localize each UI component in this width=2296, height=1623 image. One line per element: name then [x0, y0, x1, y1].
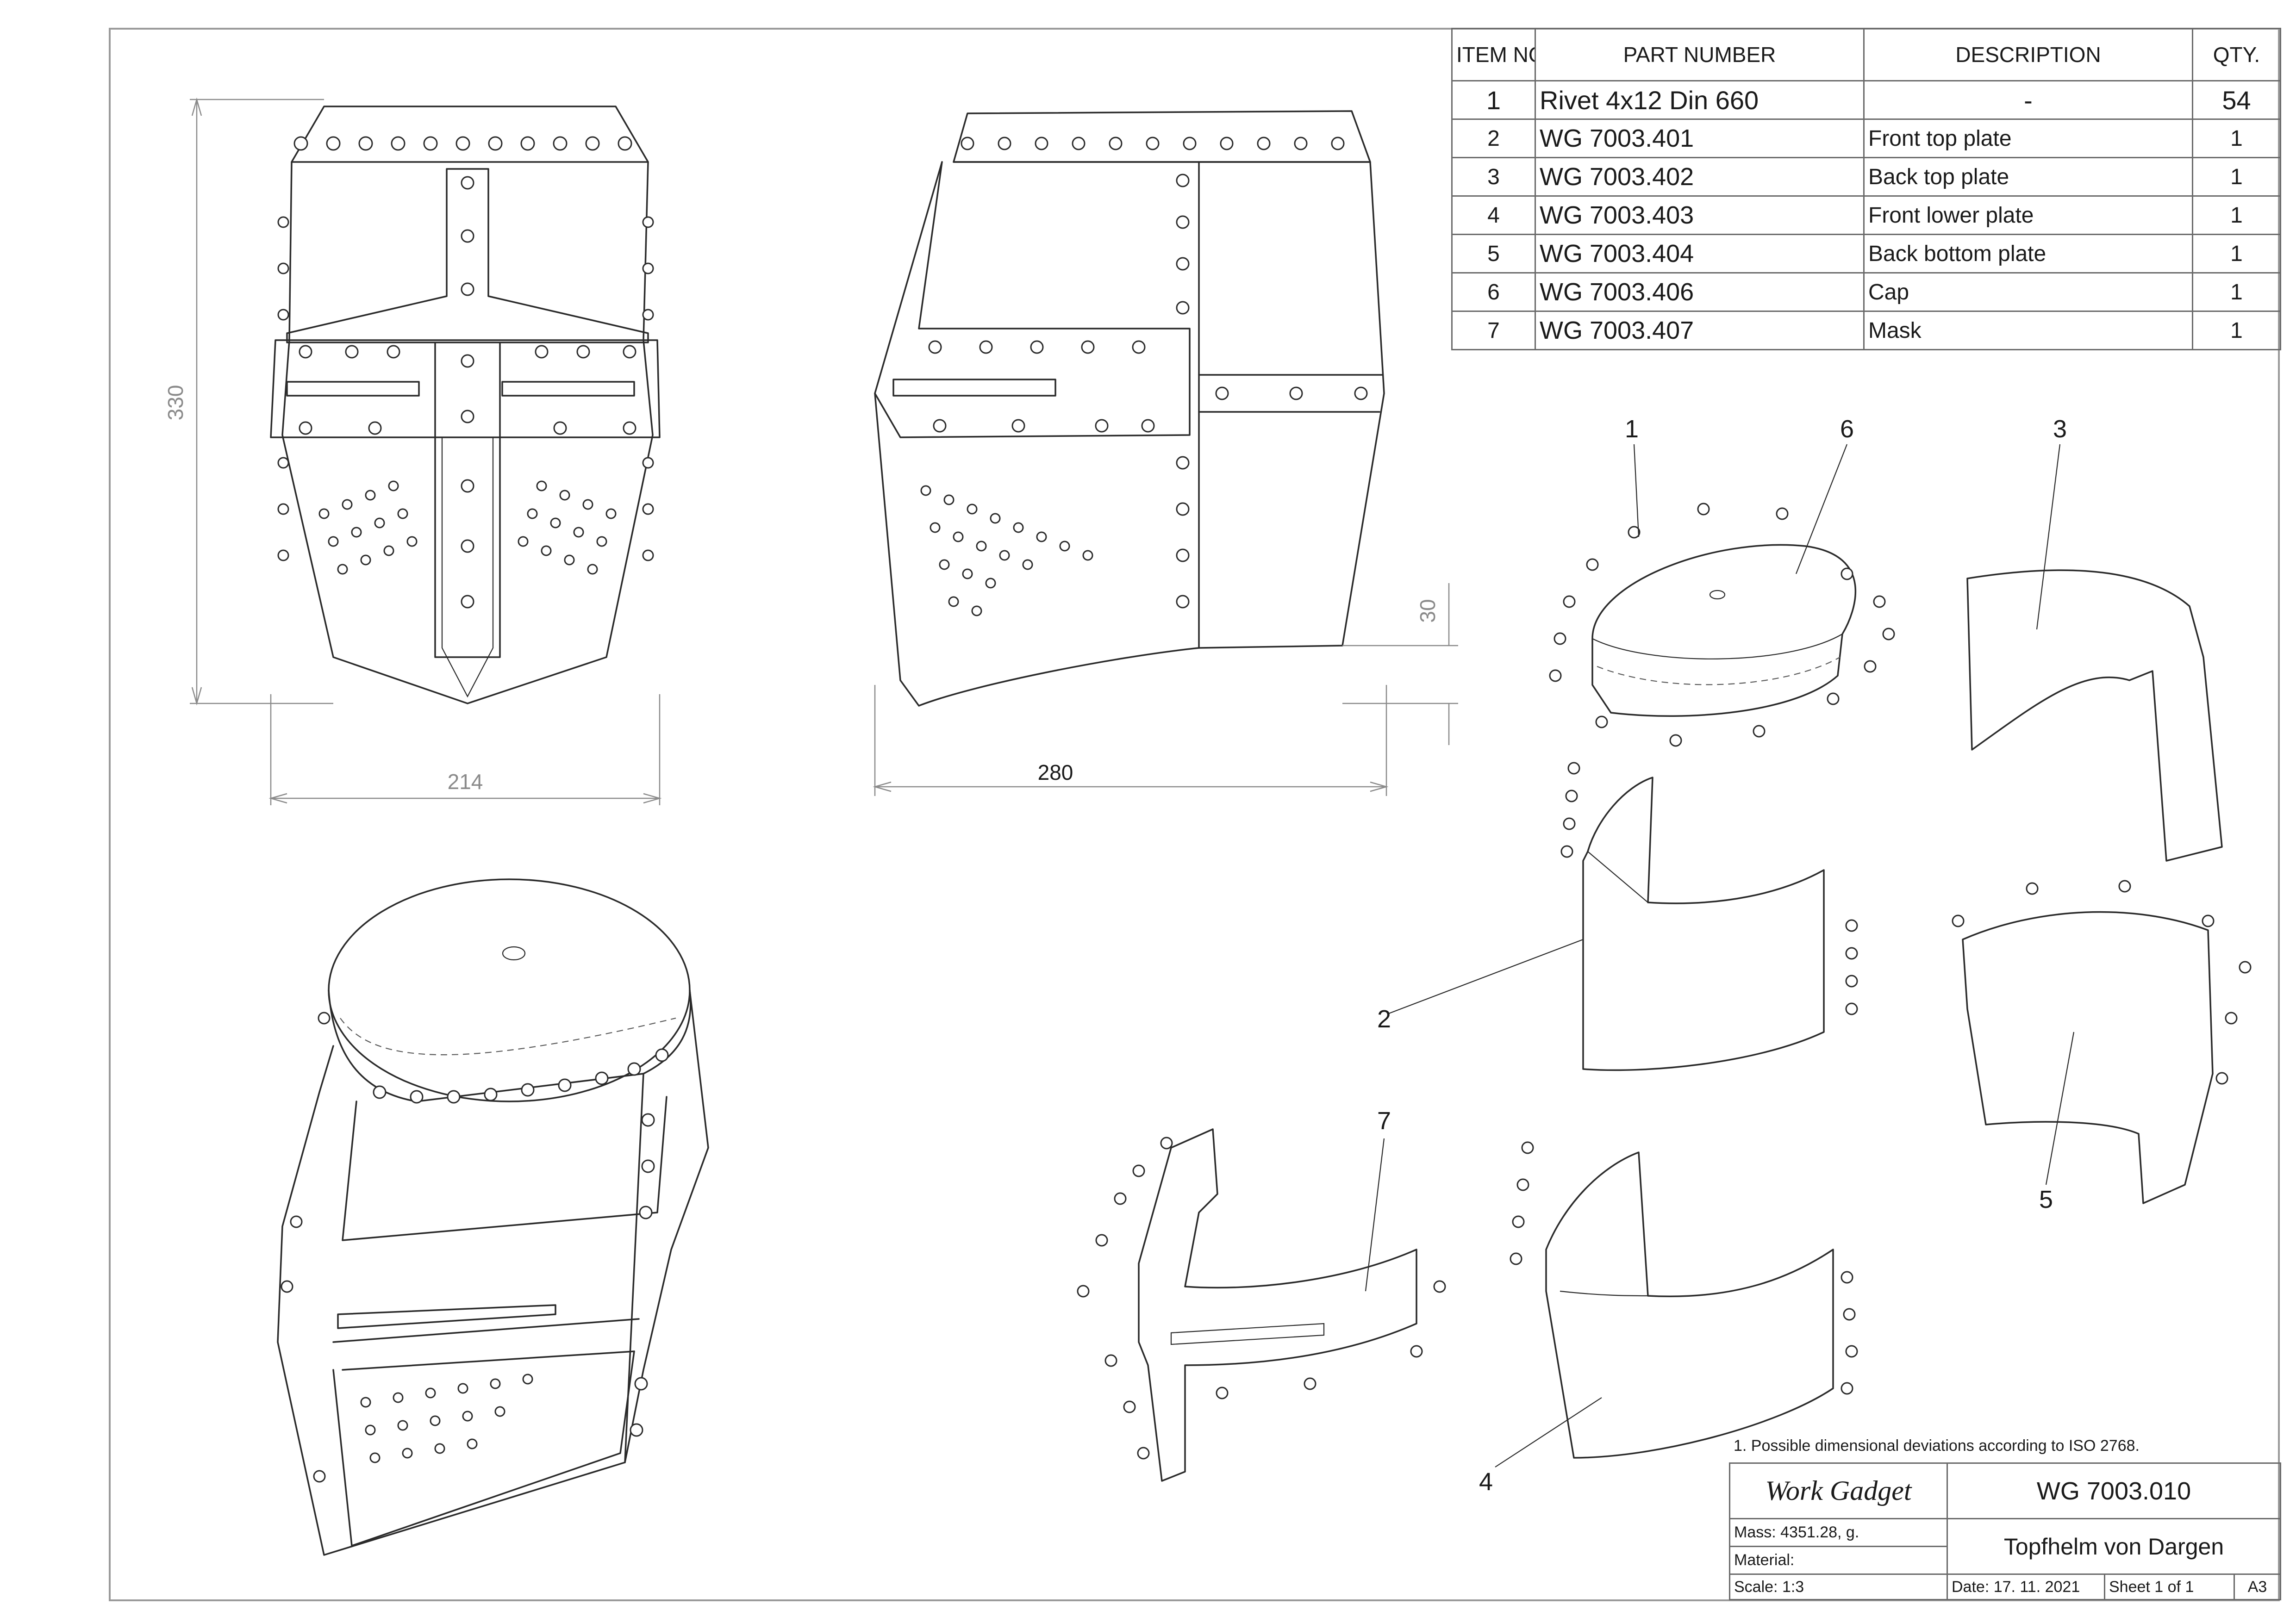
bom-part: WG 7003.404: [1535, 234, 1865, 274]
isometric-rivets: [281, 1012, 669, 1483]
front-height-dimension: 330: [163, 385, 187, 421]
front-view-breaths: [318, 480, 617, 575]
bom-part: WG 7003.406: [1535, 272, 1865, 312]
company-name: Work Gadget: [1729, 1462, 1948, 1519]
front-view-rivets: [277, 136, 654, 609]
exploded-cap: [1549, 503, 1895, 747]
bom-qty: 1: [2192, 234, 2281, 274]
bom-item: 2: [1451, 118, 1536, 158]
exploded-mask: [1077, 1128, 1446, 1482]
drawing-number: WG 7003.010: [1946, 1462, 2282, 1519]
bom-qty: 1: [2192, 311, 2281, 350]
bom-item: 6: [1451, 272, 1536, 312]
balloon-5: 5: [2039, 1186, 2053, 1213]
balloon-7: 7: [1377, 1107, 1391, 1135]
bom-desc: Front lower plate: [1863, 195, 2193, 235]
date-field: Date: 17. 11. 2021: [1947, 1573, 2105, 1600]
bom-row: 4 WG 7003.403 Front lower plate 1: [1451, 195, 2281, 235]
side-offset-dimension: 30: [1416, 599, 1440, 622]
balloon-1: 1: [1625, 415, 1639, 443]
bom-qty: 1: [2192, 272, 2281, 312]
side-length-dimension: 280: [1038, 760, 1073, 784]
bom-header-qty: QTY.: [2192, 28, 2281, 81]
front-width-dimension: 214: [448, 770, 483, 794]
bom-row: 6 WG 7003.406 Cap 1: [1451, 272, 2281, 312]
bom-header-description: DESCRIPTION: [1863, 28, 2193, 81]
bom-part: WG 7003.402: [1535, 157, 1865, 197]
bom-row: 5 WG 7003.404 Back bottom plate 1: [1451, 234, 2281, 274]
bom-part: Rivet 4x12 Din 660: [1535, 80, 1865, 120]
balloon-3: 3: [2053, 415, 2067, 443]
balloon-leaders: [1365, 444, 2075, 1468]
bom-part: WG 7003.401: [1535, 118, 1865, 158]
balloon-2: 2: [1377, 1005, 1391, 1033]
balloon-4: 4: [1479, 1468, 1493, 1496]
bom-desc: Mask: [1863, 311, 2193, 350]
bom-row: 3 WG 7003.402 Back top plate 1: [1451, 157, 2281, 197]
mass-field: Mass: 4351.28, g.: [1729, 1518, 1948, 1547]
drawing-notes: 1. Possible dimensional deviations accor…: [1734, 1437, 2140, 1455]
side-view-rivets: [928, 137, 1368, 609]
bom-item: 5: [1451, 234, 1536, 274]
bom-header-part: PART NUMBER: [1535, 28, 1865, 81]
side-view: 280 30: [873, 110, 1458, 796]
bom-item: 4: [1451, 195, 1536, 235]
scale-field: Scale: 1:3: [1729, 1573, 1948, 1600]
bom-row: 2 WG 7003.401 Front top plate 1: [1451, 118, 2281, 158]
bom-item: 1: [1451, 80, 1536, 120]
isometric-view: [277, 878, 709, 1556]
bom-qty: 54: [2192, 80, 2281, 120]
drawing-title: Topfhelm von Dargen: [1946, 1518, 2282, 1575]
bom-header-row: ITEM NO. PART NUMBER DESCRIPTION QTY.: [1451, 28, 2281, 81]
bom-part: WG 7003.407: [1535, 311, 1865, 350]
material-field: Material:: [1729, 1546, 1948, 1575]
title-block: Work Gadget WG 7003.010 Mass: 4351.28, g…: [1729, 1462, 2282, 1600]
bom-desc: Cap: [1863, 272, 2193, 312]
exploded-front-top-plate: [1560, 762, 1858, 1071]
bom-qty: 1: [2192, 195, 2281, 235]
bom-desc: -: [1863, 80, 2193, 120]
exploded-view: 1 6 3 2 5 7 4: [1077, 415, 2252, 1496]
sheet-field: Sheet 1 of 1: [2104, 1573, 2235, 1600]
bom-part: WG 7003.403: [1535, 195, 1865, 235]
bom-header-item: ITEM NO.: [1451, 28, 1536, 81]
bom-desc: Front top plate: [1863, 118, 2193, 158]
bom-row: 1 Rivet 4x12 Din 660 - 54: [1451, 80, 2281, 120]
bom-item: 7: [1451, 311, 1536, 350]
drawing-frame: [109, 28, 2280, 1601]
side-view-breaths: [920, 485, 1093, 616]
paper-size: A3: [2233, 1573, 2282, 1600]
isometric-breaths: [360, 1374, 533, 1463]
exploded-front-lower-plate: [1510, 1141, 1858, 1459]
bom-qty: 1: [2192, 157, 2281, 197]
bill-of-materials: ITEM NO. PART NUMBER DESCRIPTION QTY. 1 …: [1451, 28, 2281, 350]
front-view: 330 214: [163, 97, 662, 805]
bom-qty: 1: [2192, 118, 2281, 158]
bom-row: 7 WG 7003.407 Mask 1: [1451, 311, 2281, 350]
bom-desc: Back top plate: [1863, 157, 2193, 197]
bom-desc: Back bottom plate: [1863, 234, 2193, 274]
bom-item: 3: [1451, 157, 1536, 197]
balloon-6: 6: [1840, 415, 1854, 443]
exploded-back-top-plate: [1966, 569, 2223, 862]
exploded-back-bottom-plate: [1952, 880, 2252, 1204]
